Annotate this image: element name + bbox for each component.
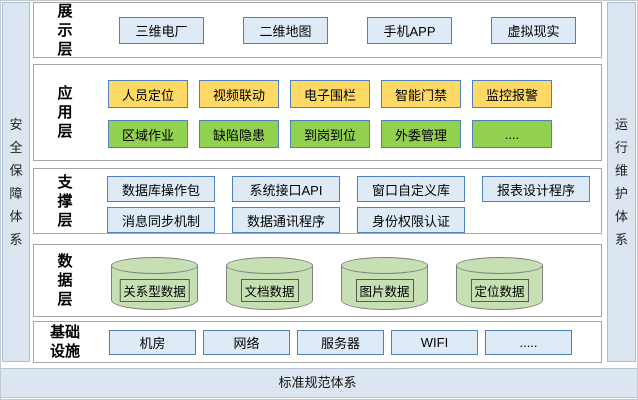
layer-panel-infrastructure: 基础设施 机房 网络 服务器 WIFI ..... xyxy=(33,321,602,363)
layer-panel-support: 支撑层 数据库操作包 系统接口API 窗口自定义库 报表设计程序 消息同步机制 … xyxy=(33,168,602,234)
left-governance-label: 安全保障体系 xyxy=(9,117,23,247)
diagram-box: 身份权限认证 xyxy=(357,207,465,233)
cylinder-label: 图片数据 xyxy=(355,279,414,302)
diagram-box: 数据库操作包 xyxy=(107,176,215,202)
data-cylinders-row: 关系型数据 文档数据 图片数据 定位数据 xyxy=(111,257,543,310)
cylinder-label: 定位数据 xyxy=(470,279,529,302)
database-cylinder: 文档数据 xyxy=(226,257,313,310)
diagram-box: 机房 xyxy=(109,330,196,355)
diagram-box: 外委管理 xyxy=(381,120,461,148)
bottom-governance-bar: 标准规范体系 xyxy=(1,368,637,398)
diagram-box: 人员定位 xyxy=(108,80,188,108)
right-governance-bar: 运行维护体系 xyxy=(607,2,636,362)
support-boxes-row2: 消息同步机制 数据通讯程序 身份权限认证 xyxy=(107,207,465,233)
diagram-box: 系统接口API xyxy=(232,176,340,202)
diagram-box: 网络 xyxy=(203,330,290,355)
diagram-box: 到岗到位 xyxy=(290,120,370,148)
cylinder-top-ellipse xyxy=(341,257,428,274)
layer-label-application: 应用层 xyxy=(57,85,73,140)
bottom-governance-label: 标准规范体系 xyxy=(278,375,357,390)
cylinder-top-ellipse xyxy=(111,257,198,274)
diagram-box: 监控报警 xyxy=(472,80,552,108)
cylinder-label: 关系型数据 xyxy=(119,279,190,302)
diagram-box: WIFI xyxy=(391,330,478,355)
application-boxes-row2: 区域作业 缺陷隐患 到岗到位 外委管理 .... xyxy=(108,120,552,148)
diagram-box: 手机APP xyxy=(367,17,452,44)
layer-label-data: 数据层 xyxy=(57,253,73,308)
diagram-box: 三维电厂 xyxy=(119,17,204,44)
layer-panel-presentation: 展示层 三维电厂 二维地图 手机APP 虚拟现实 xyxy=(33,2,602,58)
diagram-box: 数据通讯程序 xyxy=(232,207,340,233)
diagram-box: .... xyxy=(472,120,552,148)
diagram-box: 智能门禁 xyxy=(381,80,461,108)
application-boxes-row1: 人员定位 视频联动 电子围栏 智能门禁 监控报警 xyxy=(108,80,552,108)
layer-label-infrastructure: 基础设施 xyxy=(49,324,80,360)
diagram-box: 服务器 xyxy=(297,330,384,355)
layer-panel-application: 应用层 人员定位 视频联动 电子围栏 智能门禁 监控报警 区域作业 缺陷隐患 到… xyxy=(33,64,602,161)
database-cylinder: 定位数据 xyxy=(456,257,543,310)
right-governance-label: 运行维护体系 xyxy=(614,117,628,247)
diagram-box: 电子围栏 xyxy=(290,80,370,108)
database-cylinder: 关系型数据 xyxy=(111,257,198,310)
diagram-box: 虚拟现实 xyxy=(491,17,576,44)
cylinder-top-ellipse xyxy=(456,257,543,274)
diagram-box: 二维地图 xyxy=(243,17,328,44)
diagram-box: ..... xyxy=(485,330,572,355)
support-boxes-row1: 数据库操作包 系统接口API 窗口自定义库 报表设计程序 xyxy=(107,176,590,202)
diagram-box: 区域作业 xyxy=(108,120,188,148)
diagram-box: 缺陷隐患 xyxy=(199,120,279,148)
layer-panel-data: 数据层 关系型数据 文档数据 图片数据 定位数据 xyxy=(33,244,602,317)
left-governance-bar: 安全保障体系 xyxy=(2,2,30,362)
layer-label-support: 支撑层 xyxy=(57,173,73,229)
diagram-box: 消息同步机制 xyxy=(107,207,215,233)
layer-label-presentation: 展示层 xyxy=(57,2,73,58)
diagram-box: 视频联动 xyxy=(199,80,279,108)
infrastructure-boxes-row: 机房 网络 服务器 WIFI ..... xyxy=(109,330,572,355)
database-cylinder: 图片数据 xyxy=(341,257,428,310)
cylinder-label: 文档数据 xyxy=(240,279,299,302)
diagram-box: 报表设计程序 xyxy=(482,176,590,202)
cylinder-top-ellipse xyxy=(226,257,313,274)
presentation-boxes-row: 三维电厂 二维地图 手机APP 虚拟现实 xyxy=(119,17,576,44)
diagram-box: 窗口自定义库 xyxy=(357,176,465,202)
